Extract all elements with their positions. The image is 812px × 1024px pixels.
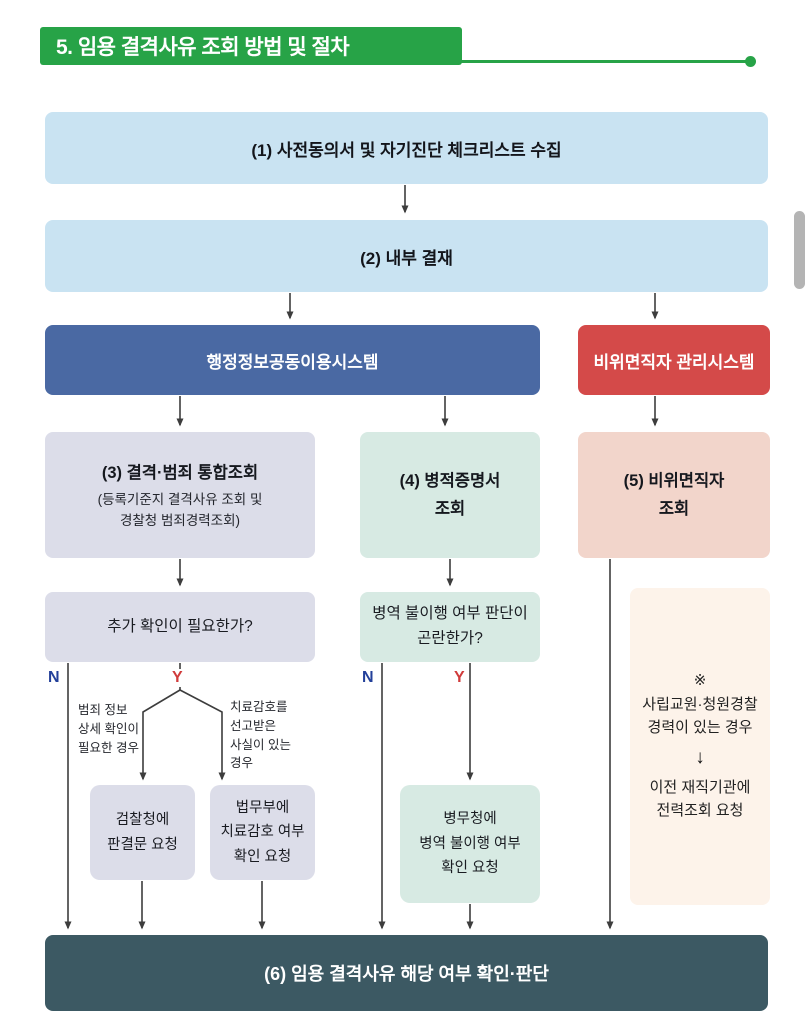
step5-label: (5) 비위면직자 조회	[623, 471, 725, 518]
action-military-label: 병무청에 병역 불이행 여부 확인 요청	[419, 811, 521, 877]
decision2-label: 병역 불이행 여부 판단이 곤란한가?	[372, 605, 528, 647]
action-military-box: 병무청에 병역 불이행 여부 확인 요청	[400, 785, 540, 903]
system-admin-info-box: 행정정보공동이용시스템	[45, 325, 540, 395]
decision2-box: 병역 불이행 여부 판단이 곤란한가?	[360, 592, 540, 662]
step2-box: (2) 내부 결재	[45, 220, 768, 292]
branch-label-n2: N	[360, 669, 376, 687]
note-down-arrow-icon: ↓	[695, 746, 705, 768]
branch-label-n1: N	[46, 669, 62, 687]
note-box: ※ 사립교원·청원경찰 경력이 있는 경우 ↓ 이전 재직기관에 전력조회 요청	[630, 588, 770, 905]
branch-label-y1: Y	[170, 669, 185, 687]
note-line2: 이전 재직기관에 전력조회 요청	[649, 778, 751, 819]
step6-label: (6) 임용 결격사유 해당 여부 확인·판단	[264, 964, 549, 984]
step1-box: (1) 사전동의서 및 자기진단 체크리스트 수집	[45, 112, 768, 184]
condition-justice-text: 치료감호를 선고받은 사실이 있는 경우	[230, 700, 291, 771]
decision1-label: 추가 확인이 필요한가?	[107, 617, 253, 635]
action-prosecution-label: 검찰청에 판결문 요청	[107, 811, 178, 853]
step3-subtitle: (등록기준지 결격사유 조회 및 경찰청 범죄경력조회)	[97, 491, 263, 528]
step3-box: (3) 결격·범죄 통합조회 (등록기준지 결격사유 조회 및 경찰청 범죄경력…	[45, 432, 315, 558]
header-accent-line	[458, 60, 748, 63]
condition-prosecution-text: 범죄 정보 상세 확인이 필요한 경우	[78, 703, 139, 755]
step5-box: (5) 비위면직자 조회	[578, 432, 770, 558]
step1-label: (1) 사전동의서 및 자기진단 체크리스트 수집	[251, 140, 562, 160]
action-justice-label: 법무부에 치료감호 여부 확인 요청	[220, 799, 305, 865]
header-accent-dot	[745, 56, 756, 67]
action-prosecution-box: 검찰청에 판결문 요청	[90, 785, 195, 880]
step3-title: (3) 결격·범죄 통합조회	[101, 463, 259, 482]
step2-label: (2) 내부 결재	[360, 248, 453, 268]
scrollbar-thumb[interactable]	[794, 211, 805, 289]
branch-label-y2: Y	[452, 669, 467, 687]
action-justice-box: 법무부에 치료감호 여부 확인 요청	[210, 785, 315, 880]
system-admin-info-label: 행정정보공동이용시스템	[206, 352, 379, 372]
note-line1: 사립교원·청원경찰 경력이 있는 경우	[642, 696, 758, 737]
section-header: 5. 임용 결격사유 조회 방법 및 절차	[40, 27, 462, 65]
step4-label: (4) 병적증명서 조회	[399, 471, 501, 518]
note-mark: ※	[693, 672, 707, 689]
step4-box: (4) 병적증명서 조회	[360, 432, 540, 558]
system-dismissed-mgmt-label: 비위면직자 관리시스템	[593, 352, 755, 372]
decision1-box: 추가 확인이 필요한가?	[45, 592, 315, 662]
system-dismissed-mgmt-box: 비위면직자 관리시스템	[578, 325, 770, 395]
page-title: 5. 임용 결격사유 조회 방법 및 절차	[56, 36, 350, 59]
step6-box: (6) 임용 결격사유 해당 여부 확인·판단	[45, 935, 768, 1011]
